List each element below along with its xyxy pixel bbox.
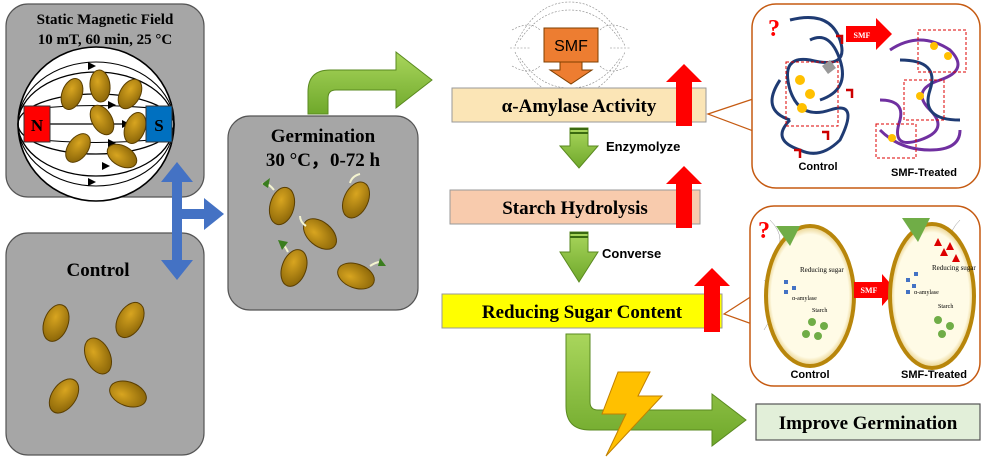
converse-label: Converse xyxy=(602,246,661,261)
inset-protein-smf-arrow: SMF xyxy=(846,18,892,50)
smf-source-label: SMF xyxy=(554,38,588,55)
callout-pointer-seed xyxy=(722,294,753,325)
red-up-arrow-starch xyxy=(666,166,702,228)
step-amylase-label: α-Amylase Activity xyxy=(502,96,657,117)
step-amylase: α-Amylase Activity xyxy=(451,87,707,123)
red-up-arrow-sugar xyxy=(694,268,730,332)
inset-protein-treated-caption: SMF-Treated xyxy=(891,167,957,179)
inset-protein-control-caption: Control xyxy=(798,161,837,173)
enzymolyze-label: Enzymolyze xyxy=(606,139,680,154)
inset-seed-arrow-label: SMF xyxy=(861,286,878,295)
step-sugar: Reducing Sugar Content xyxy=(441,293,723,329)
germination-panel: Germination 30 °C，0-72 h xyxy=(227,115,419,311)
smf-panel: Static Magnetic Field 10 mT, 60 min, 25 … xyxy=(5,3,205,202)
step-sugar-label: Reducing Sugar Content xyxy=(482,302,683,323)
control-protein-structure xyxy=(770,16,854,158)
treated-seed-label-starch: Starch xyxy=(938,304,953,310)
north-pole: N xyxy=(23,105,51,143)
inset-protein-arrow-label: SMF xyxy=(854,31,871,40)
control-panel: Control xyxy=(5,232,205,456)
step-starch-label: Starch Hydrolysis xyxy=(502,198,648,219)
smf-panel-title: Static Magnetic Field xyxy=(37,12,174,28)
treated-seed-label-sugar: Reducing sugar xyxy=(932,264,976,272)
smf-panel-conditions: 10 mT, 60 min, 25 °C xyxy=(38,32,172,48)
green-bent-arrow xyxy=(565,333,747,448)
green-curved-arrow xyxy=(307,50,433,115)
control-seed-label-amylase: α-amylase xyxy=(792,296,817,302)
smf-treated-seed-section: Reducing sugar α-amylase Starch xyxy=(888,218,976,370)
step-starch: Starch Hydrolysis xyxy=(449,189,701,225)
green-down-arrow-2 xyxy=(559,231,599,283)
lightning-icon xyxy=(601,371,664,457)
callout-pointer-protein xyxy=(706,97,757,133)
germinating-seeds xyxy=(261,173,386,290)
blue-connector-arrow xyxy=(161,162,224,280)
inset-seed-treated-caption: SMF-Treated xyxy=(901,369,967,381)
red-up-arrow-amylase xyxy=(666,64,702,126)
treated-seed-label-amylase: α-amylase xyxy=(914,290,939,296)
inset-protein: ? SMF xyxy=(751,3,981,189)
smf-source: SMF xyxy=(510,1,630,97)
inset-protein-question: ? xyxy=(768,16,780,42)
green-down-arrow-1 xyxy=(558,127,600,169)
inset-seed-smf-arrow: SMF xyxy=(854,274,896,306)
germination-title: Germination xyxy=(271,126,376,147)
inset-seed-question: ? xyxy=(758,218,770,244)
smf-treated-protein-structure xyxy=(875,29,967,159)
north-pole-label: N xyxy=(31,116,44,135)
smf-panel-seeds xyxy=(60,69,147,169)
inset-seed: ? Reducing sugar α-amylase Starch SMF xyxy=(749,205,981,387)
control-panel-label: Control xyxy=(67,260,130,281)
south-pole: S xyxy=(145,105,173,143)
germination-conditions: 30 °C，0-72 h xyxy=(266,150,381,171)
inset-seed-control-caption: Control xyxy=(790,369,829,381)
outcome-label: Improve Germination xyxy=(779,413,958,434)
control-seed-label-starch: Starch xyxy=(812,308,827,314)
control-seed-label-sugar: Reducing sugar xyxy=(800,266,844,274)
control-seed-section: Reducing sugar α-amylase Starch xyxy=(764,224,856,368)
outcome-box: Improve Germination xyxy=(755,403,981,441)
south-pole-label: S xyxy=(154,116,163,135)
control-panel-seeds xyxy=(42,301,147,414)
